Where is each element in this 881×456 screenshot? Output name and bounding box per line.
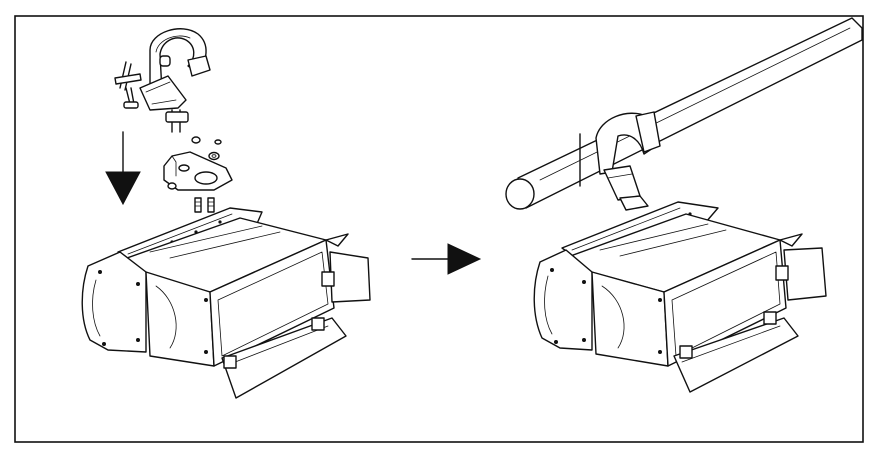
washers — [167, 136, 222, 190]
down-arrow — [105, 131, 141, 206]
bolts — [194, 197, 215, 213]
luminaire — [81, 207, 371, 399]
mounting-bracket — [163, 136, 233, 191]
step-attach-clamp — [81, 28, 371, 399]
hook-clamp — [579, 111, 661, 201]
luminaire — [533, 201, 827, 393]
hook-clamp — [114, 28, 211, 133]
right-arrow — [411, 243, 482, 275]
step-mounted-on-pipe — [505, 17, 863, 393]
